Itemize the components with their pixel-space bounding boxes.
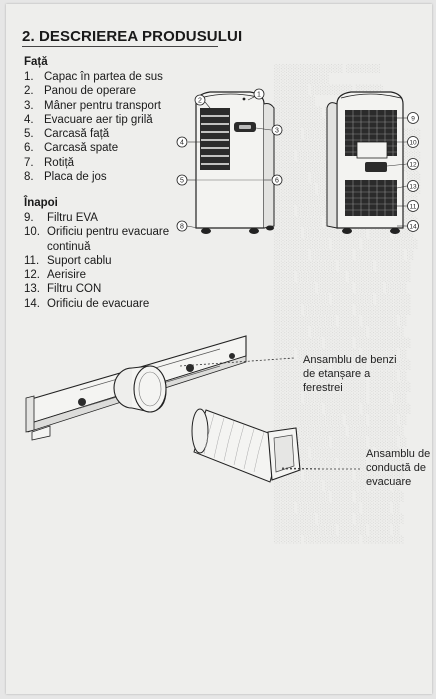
duct-leader-line bbox=[282, 468, 360, 470]
list-item: 1.Capac în partea de sus bbox=[24, 71, 163, 83]
list-item: 12.Aerisire bbox=[24, 269, 86, 282]
front-view-illustration: 1 2 3 4 5 6 8 bbox=[176, 88, 283, 234]
list-item: 5.Carcasă față bbox=[24, 128, 110, 141]
list-item: 10.Orificiu pentru evacuare bbox=[24, 226, 170, 239]
marker-8: 8 bbox=[180, 224, 184, 231]
marker-6: 6 bbox=[275, 178, 279, 185]
list-item: 4.Evacuare aer tip grilă bbox=[24, 113, 153, 126]
marker-1: 1 bbox=[257, 92, 261, 99]
front-parts-list: 1.Capac în partea de sus 2.Panou de oper… bbox=[24, 70, 163, 184]
exhaust-duct-callout: Ansamblu de conductă de evacuare bbox=[366, 448, 431, 488]
back-heading: Înapoi bbox=[24, 197, 58, 209]
marker-9: 9 bbox=[411, 116, 415, 123]
list-item: 2.Panou de operare bbox=[24, 85, 137, 98]
list-item: 3.Mâner pentru transport bbox=[24, 99, 161, 112]
title-underline bbox=[22, 46, 218, 47]
marker-13: 13 bbox=[409, 184, 417, 191]
section-title: 2. DESCRIEREA PRODUSULUI bbox=[22, 28, 243, 45]
marker-4: 4 bbox=[180, 140, 184, 147]
back-view-illustration: 9 10 12 13 11 14 bbox=[326, 91, 419, 234]
marker-12: 12 bbox=[409, 162, 417, 169]
marker-11: 11 bbox=[410, 204, 417, 211]
marker-3: 3 bbox=[275, 128, 279, 135]
list-item: 11.Suport cablu bbox=[24, 254, 112, 267]
list-item: 6.Carcasă spate bbox=[24, 142, 119, 155]
marker-10: 10 bbox=[409, 140, 417, 147]
list-item-continuation: continuă bbox=[47, 240, 91, 253]
marker-2: 2 bbox=[198, 98, 202, 105]
marker-14: 14 bbox=[409, 224, 417, 231]
window-seal-callout: Ansamblu de benzi de etanșare a ferestre… bbox=[303, 354, 397, 394]
list-item: 7.Rotiță bbox=[24, 156, 75, 169]
marker-5: 5 bbox=[180, 178, 184, 185]
list-item: 8.Placa de jos bbox=[24, 171, 107, 184]
list-item: 9.Filtru EVA bbox=[24, 212, 98, 224]
list-item: 13.Filtru CON bbox=[24, 283, 102, 296]
window-kit-illustration bbox=[25, 335, 320, 483]
list-item: 14.Orificiu de evacuare bbox=[24, 297, 150, 310]
front-heading: Față bbox=[24, 56, 48, 68]
back-parts-list: 9.Filtru EVA 10.Orificiu pentru evacuare… bbox=[24, 211, 169, 311]
